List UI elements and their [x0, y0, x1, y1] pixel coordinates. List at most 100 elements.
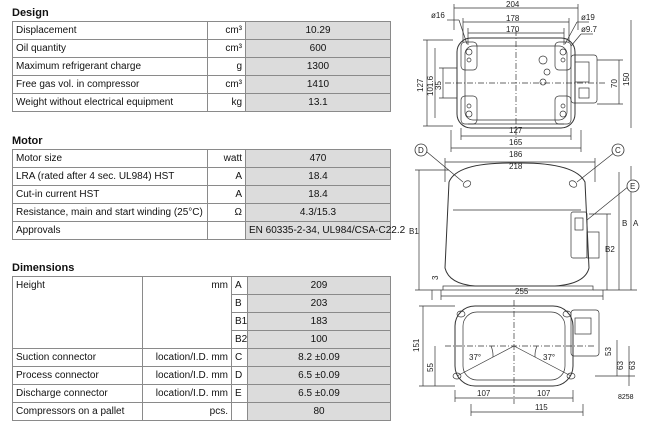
- callout-e: E: [630, 182, 635, 191]
- dim-label: 170: [506, 25, 520, 34]
- spec-value: 13.1: [245, 93, 391, 112]
- height-label: Height: [12, 276, 143, 349]
- connector-value: 6.5 ±0.09: [247, 384, 391, 403]
- dim-label: 204: [506, 0, 520, 9]
- connector-label: Process connector: [12, 366, 143, 385]
- spec-label: Maximum refrigerant charge: [12, 57, 208, 76]
- height-key: B: [231, 294, 248, 313]
- spec-value: 18.4: [245, 185, 391, 204]
- dim-label: ø16: [431, 11, 445, 20]
- spec-value: 1410: [245, 75, 391, 94]
- dim-label: 3: [431, 275, 440, 280]
- spec-unit: Ω: [207, 203, 246, 222]
- callout-d: D: [418, 146, 424, 155]
- connector-label: Suction connector: [12, 348, 143, 367]
- spec-unit: [207, 221, 246, 240]
- spec-label: Approvals: [12, 221, 208, 240]
- spec-row: Resistance, main and start winding (25°C…: [12, 203, 391, 222]
- spec-label: Free gas vol. in compressor: [12, 75, 208, 94]
- bottom-view: [419, 300, 635, 416]
- dim-label: 37°: [469, 353, 481, 362]
- pallet-unit: pcs.: [142, 402, 232, 421]
- height-value: 203: [247, 294, 391, 313]
- top-view: [423, 4, 632, 152]
- dim-label: 37°: [543, 353, 555, 362]
- dim-label: B: [622, 219, 627, 228]
- spec-unit: cm³: [207, 39, 246, 58]
- dim-label: 101.6: [426, 75, 435, 96]
- dim-label: 115: [535, 403, 548, 412]
- spec-unit: kg: [207, 93, 246, 112]
- dim-label: 63: [616, 361, 625, 370]
- connector-label: Discharge connector: [12, 384, 143, 403]
- height-unit: mm: [142, 276, 232, 349]
- dim-label: B2: [605, 245, 615, 254]
- spec-label: Oil quantity: [12, 39, 208, 58]
- spec-value: 10.29: [245, 21, 391, 40]
- height-row: B 203: [13, 294, 391, 313]
- dim-label: A: [633, 219, 639, 228]
- dimensions-table: Height mm A 209 B 203 B1 183 B2 100 Suct…: [12, 276, 391, 421]
- spec-row: Approvals EN 60335-2-34, UL984/CSA-C22.2: [12, 221, 405, 240]
- dim-label: 255: [515, 287, 529, 296]
- dim-label: 63: [628, 361, 637, 370]
- pallet-label: Compressors on a pallet: [12, 402, 143, 421]
- spec-value: EN 60335-2-34, UL984/CSA-C22.2: [245, 221, 405, 240]
- dim-label: B1: [409, 227, 419, 236]
- dim-label: 178: [506, 14, 520, 23]
- dim-label: 151: [412, 338, 421, 352]
- height-value: 183: [247, 312, 391, 331]
- connector-key: E: [231, 384, 248, 403]
- height-row: Height mm A 209: [12, 276, 391, 349]
- technical-drawing: 204 178 170 ø16 ø19 ø9.7 127 101.6 35 70…: [409, 0, 640, 416]
- dim-label: 107: [477, 389, 491, 398]
- connector-row: Process connector location/I.D. mm D 6.5…: [12, 366, 391, 385]
- callout-c: C: [615, 146, 621, 155]
- dim-label: 53: [604, 347, 613, 356]
- connector-row: Suction connector location/I.D. mm C 8.2…: [12, 348, 391, 367]
- dim-label: 186: [509, 150, 523, 159]
- spec-label: Motor size: [12, 149, 208, 168]
- connector-unit: location/I.D. mm: [142, 348, 232, 367]
- connector-key: D: [231, 366, 248, 385]
- spec-label: Displacement: [12, 21, 208, 40]
- spec-value: 4.3/15.3: [245, 203, 391, 222]
- spec-value: 18.4: [245, 167, 391, 186]
- spec-label: Weight without electrical equipment: [12, 93, 208, 112]
- dim-label: 55: [426, 363, 435, 372]
- dim-label: ø9.7: [581, 25, 598, 34]
- design-title: Design: [12, 7, 49, 19]
- spec-unit: cm³: [207, 75, 246, 94]
- side-view: [415, 151, 637, 300]
- pallet-value: 80: [247, 402, 391, 421]
- spec-unit: A: [207, 167, 246, 186]
- spec-label: Cut-in current HST: [12, 185, 208, 204]
- figure-id: 8258: [618, 394, 634, 401]
- connector-key: C: [231, 348, 248, 367]
- height-key: B2: [231, 330, 248, 349]
- connector-unit: location/I.D. mm: [142, 384, 232, 403]
- dim-label: 218: [509, 162, 523, 171]
- motor-title: Motor: [12, 135, 43, 147]
- spec-value: 470: [245, 149, 391, 168]
- pallet-key: [231, 402, 248, 421]
- dim-label: ø19: [581, 13, 595, 22]
- dim-label: 70: [610, 79, 619, 88]
- spec-unit: watt: [207, 149, 246, 168]
- connector-row: Discharge connector location/I.D. mm E 6…: [12, 384, 391, 403]
- dim-label: 107: [537, 389, 551, 398]
- spec-value: 1300: [245, 57, 391, 76]
- spec-unit: A: [207, 185, 246, 204]
- connector-value: 8.2 ±0.09: [247, 348, 391, 367]
- spec-label: LRA (rated after 4 sec. UL984) HST: [12, 167, 208, 186]
- dim-label: 127: [416, 78, 425, 92]
- spec-unit: cm³: [207, 21, 246, 40]
